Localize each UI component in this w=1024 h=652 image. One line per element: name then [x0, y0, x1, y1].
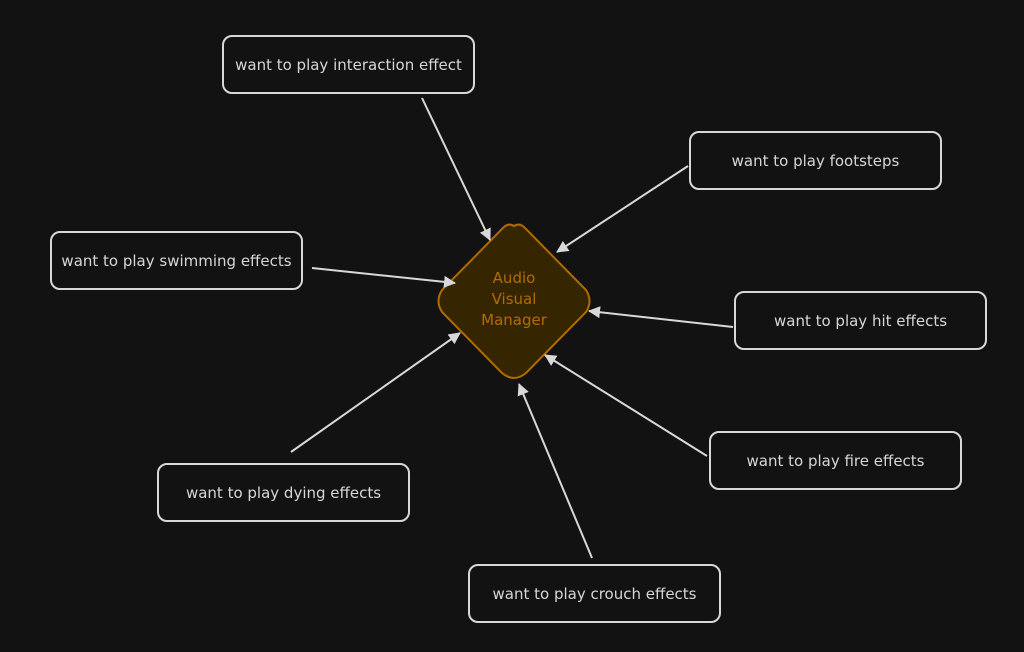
node-swimming[interactable]: want to play swimming effects	[50, 231, 303, 290]
node-hit[interactable]: want to play hit effects	[734, 291, 987, 350]
node-label: want to play fire effects	[746, 451, 925, 470]
center-label-line: Manager	[481, 311, 547, 329]
center-label-line: Audio	[492, 269, 536, 287]
node-footsteps[interactable]: want to play footsteps	[689, 131, 942, 190]
arrow-footsteps	[556, 165, 689, 253]
arrow-interaction	[421, 97, 491, 241]
node-label: want to play dying effects	[185, 483, 382, 502]
center-label-line: Visual	[491, 290, 537, 308]
arrow-fire	[544, 354, 708, 457]
node-label: want to play swimming effects	[61, 251, 292, 270]
node-label: want to play hit effects	[773, 311, 948, 330]
arrow-swimming	[311, 267, 456, 288]
node-crouch[interactable]: want to play crouch effects	[468, 564, 721, 623]
node-fire[interactable]: want to play fire effects	[709, 431, 962, 490]
center-node-label: Audio Visual Manager	[464, 268, 564, 331]
node-interaction[interactable]: want to play interaction effect	[222, 35, 475, 94]
arrow-hit	[588, 306, 734, 328]
arrow-crouch	[517, 383, 593, 559]
arrow-dying	[290, 332, 461, 453]
node-label: want to play interaction effect	[235, 55, 462, 74]
center-diamond[interactable]	[437, 223, 591, 379]
node-dying[interactable]: want to play dying effects	[157, 463, 410, 522]
node-label: want to play footsteps	[731, 151, 900, 170]
node-label: want to play crouch effects	[492, 584, 697, 603]
